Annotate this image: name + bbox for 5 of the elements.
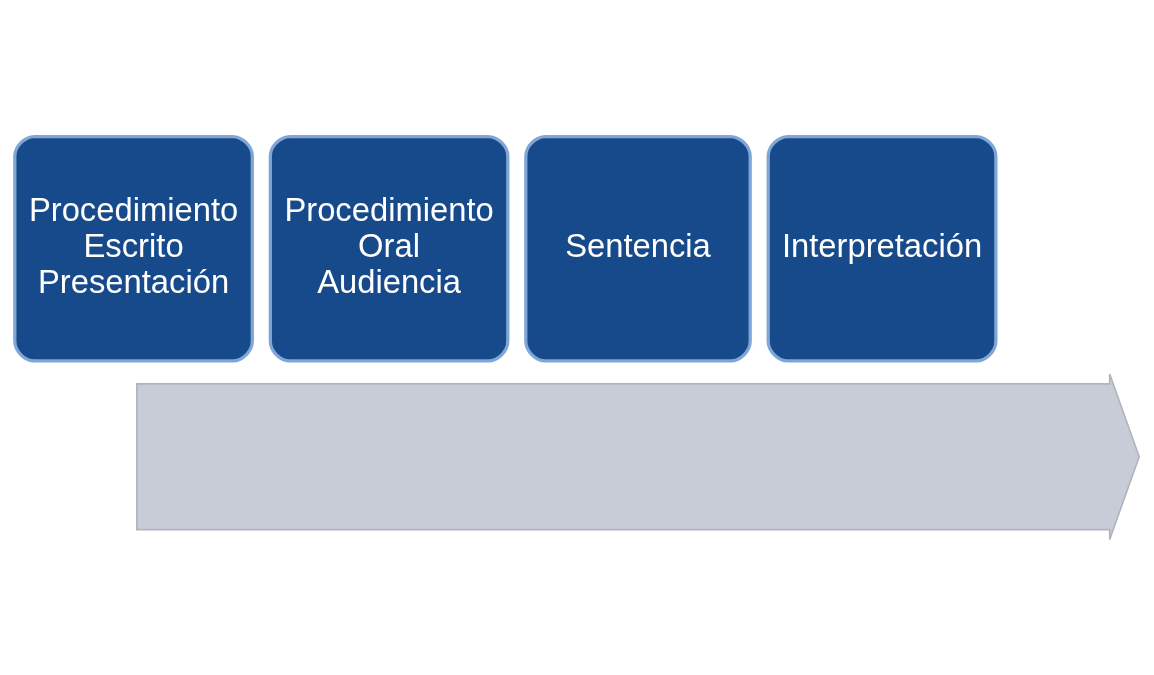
node-box: Procedimiento Oral Audiencia — [268, 134, 510, 363]
node-box: Sentencia — [524, 134, 752, 363]
node-box: Procedimiento Escrito Presentación — [13, 134, 254, 363]
node-arrow — [136, 372, 1141, 540]
node-box: Interpretación — [766, 134, 998, 363]
